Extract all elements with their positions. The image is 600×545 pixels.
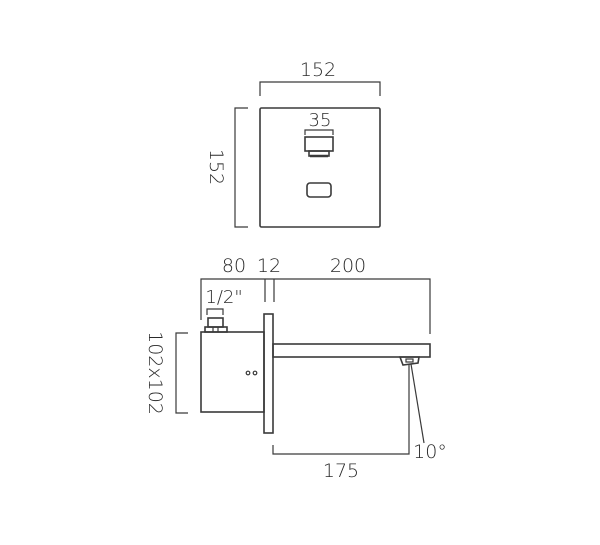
indicator-dot-left — [245, 370, 251, 376]
front-height-dimension-line — [234, 107, 248, 228]
aerator-side — [405, 358, 414, 363]
front-width-label: 152 — [300, 59, 336, 81]
body-depth-label: 80 — [222, 255, 246, 277]
angle-leader-line — [410, 363, 425, 444]
wall-plate — [263, 313, 274, 434]
front-view: 152 152 35 — [205, 59, 381, 228]
indicator-dot-right — [252, 370, 258, 376]
spout-arm — [272, 343, 431, 358]
body-size-label: 102x102 — [144, 331, 166, 415]
overall-dimension-line — [200, 278, 431, 334]
faceplate-outline — [259, 107, 381, 228]
side-view: 80 12 200 1/2" 102x102 10° — [144, 255, 447, 482]
spout-projection-label: 200 — [330, 255, 366, 277]
outlet-width-label: 35 — [309, 110, 332, 131]
spout-outlet-side — [398, 356, 420, 366]
outlet-reach-dimension-line — [272, 364, 410, 455]
plate-thickness-label: 12 — [257, 255, 281, 277]
outlet-width-dimension-line — [304, 129, 334, 135]
outlet-reach-label: 175 — [323, 460, 359, 482]
connection-dimension-line — [206, 308, 224, 315]
inlet-nut — [207, 317, 224, 328]
front-width-dimension-line — [259, 81, 381, 96]
front-height-label: 152 — [205, 149, 227, 185]
outlet-angle-label: 10° — [413, 441, 447, 463]
spout-outlet-front — [304, 136, 334, 152]
control-box-body — [200, 331, 265, 413]
body-size-dimension-line — [175, 332, 188, 414]
connection-label: 1/2" — [205, 287, 242, 308]
sensor-window — [306, 182, 332, 198]
